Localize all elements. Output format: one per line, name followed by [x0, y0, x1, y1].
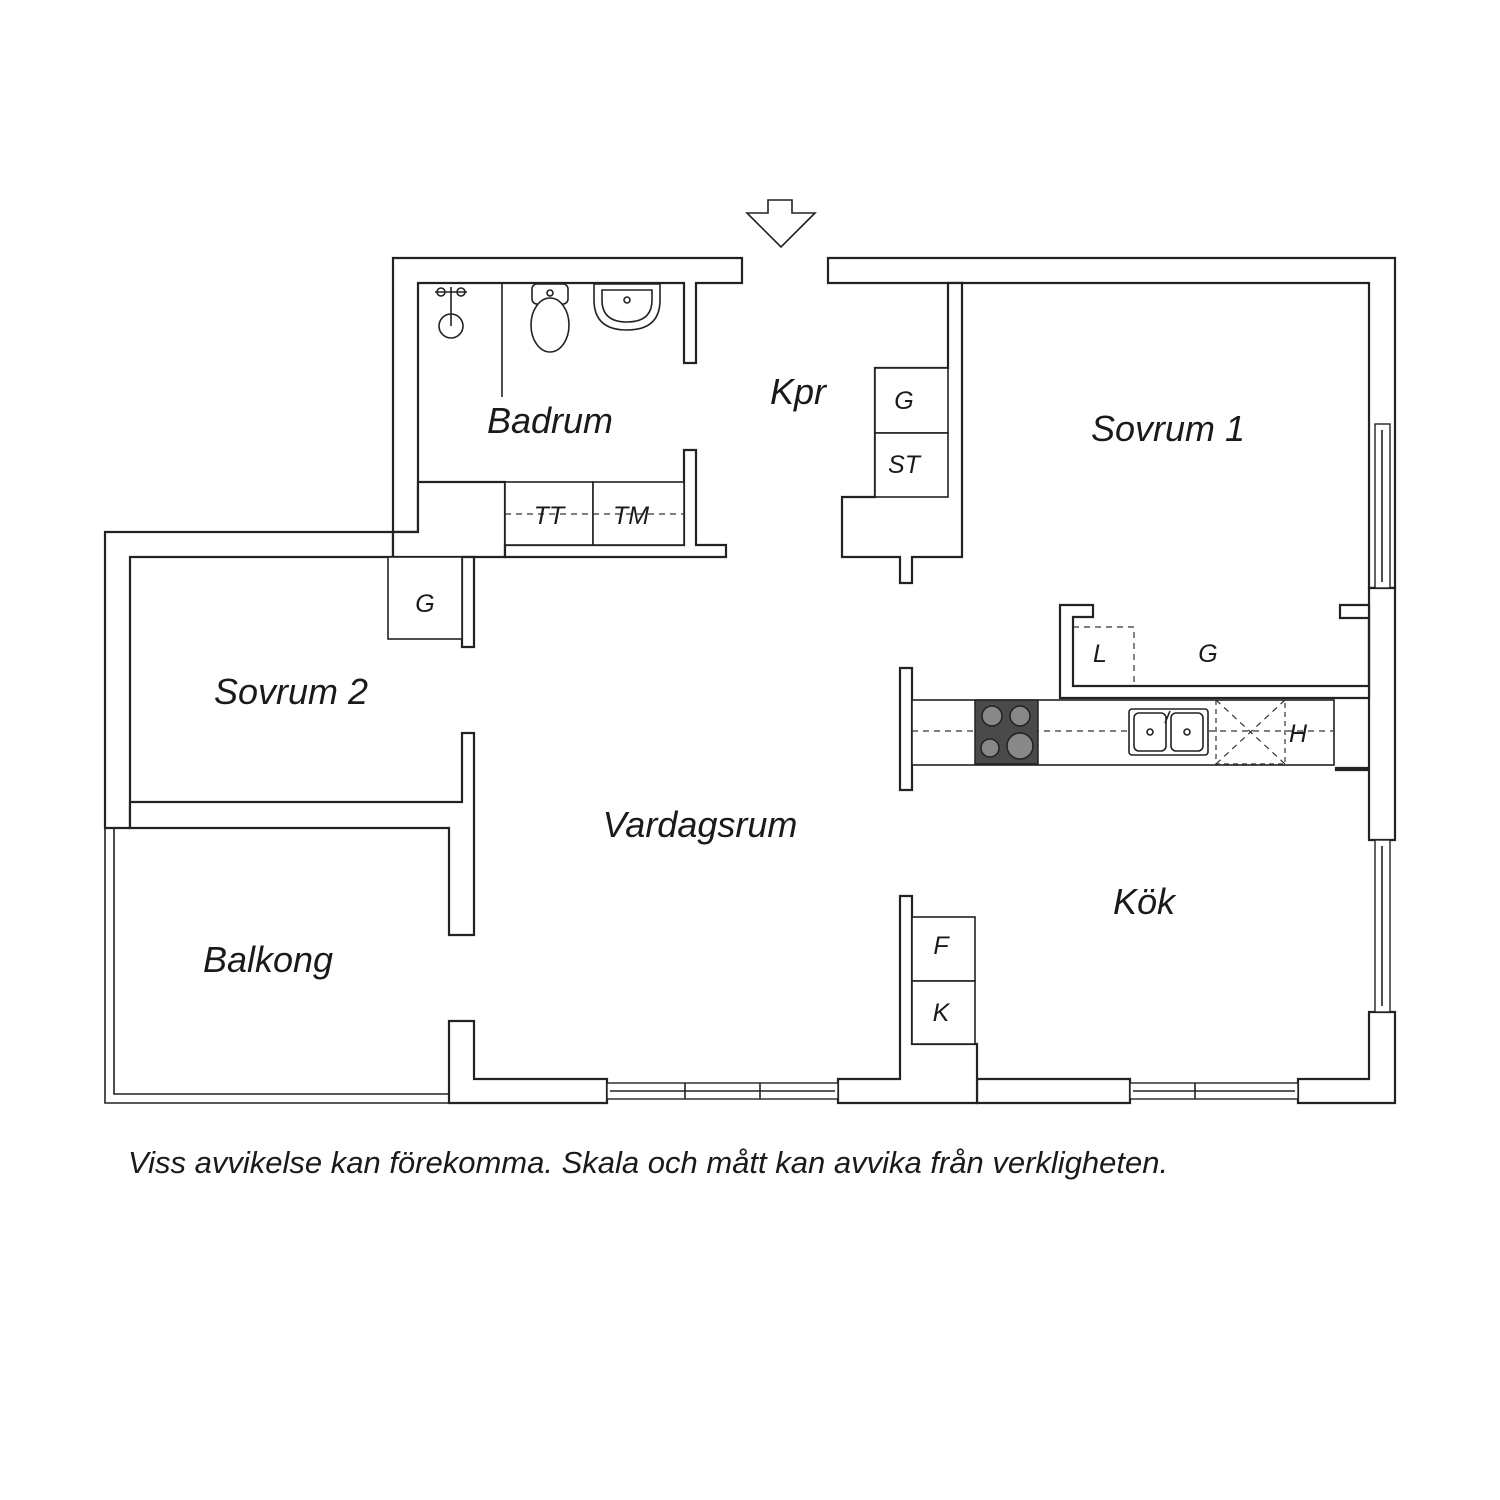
stove-icon — [974, 699, 1039, 765]
room-label-sovrum-1: Sovrum 1 — [1091, 408, 1245, 449]
toilet-icon — [530, 283, 570, 353]
fixture-label-f: F — [933, 932, 950, 960]
room-label-badrum: Badrum — [487, 400, 613, 441]
fixture-label-g-sovrum1: G — [1198, 640, 1217, 668]
room-label-vardagsrum: Vardagsrum — [603, 804, 798, 845]
windows — [257, 423, 1391, 1100]
fixture-label-h: H — [1289, 720, 1308, 748]
fridge-freezer — [911, 916, 976, 1045]
fixture-label-st: ST — [888, 451, 922, 479]
wardrobe-sovrum1 — [1073, 626, 1135, 686]
fixture-label-tm: TM — [613, 502, 649, 530]
fixture-label-tt: TT — [534, 502, 566, 530]
laundry-units — [504, 481, 685, 546]
room-label-kpr: Kpr — [770, 371, 828, 412]
kitchen-sink-icon — [1128, 708, 1209, 756]
fixture-label-l: L — [1093, 640, 1107, 668]
dishwasher — [1215, 699, 1286, 765]
fixture-label-g-sovrum2: G — [415, 590, 434, 618]
hall-wardrobes — [874, 367, 949, 498]
disclaimer-text: Viss avvikelse kan förekomma. Skala och … — [128, 1145, 1168, 1180]
washbasin-icon — [593, 283, 661, 331]
entrance-arrow-icon — [745, 199, 817, 249]
shower-icon — [435, 287, 467, 339]
fixture-label-k: K — [933, 999, 951, 1027]
wardrobe-sovrum2 — [387, 556, 463, 640]
fixture-label-g-hall: G — [894, 387, 913, 415]
room-label-sovrum-2: Sovrum 2 — [214, 671, 368, 712]
room-label-balkong: Balkong — [203, 939, 333, 980]
room-label-kok: Kök — [1113, 881, 1177, 922]
outer-walls — [103, 256, 1397, 1105]
